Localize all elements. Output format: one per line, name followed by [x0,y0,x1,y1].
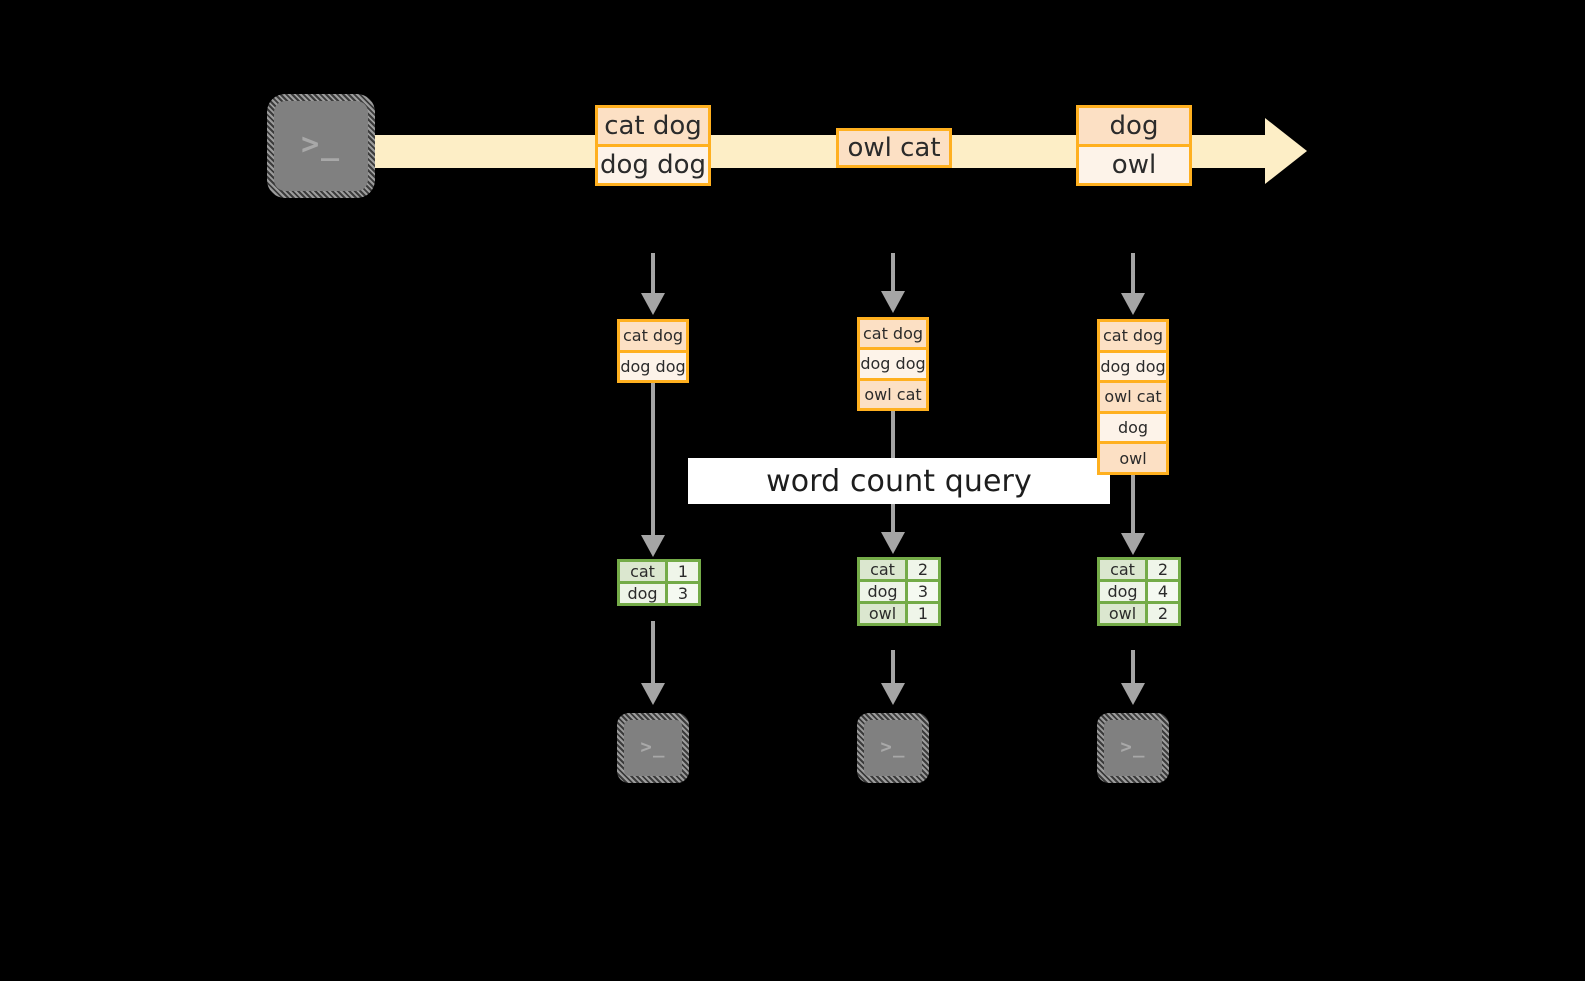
table-row: dog 3 [860,579,938,601]
result-count: 2 [908,560,938,579]
connector-arrowhead-col2-in [881,291,905,313]
result-word: dog [620,581,668,603]
table-row: dog 3 [620,581,698,603]
result-word: dog [860,579,908,601]
query-banner: word count query [688,458,1110,504]
result-word: owl [860,601,908,623]
terminal-prompt-glyph: >_ [1120,735,1146,758]
result-count: 2 [1148,560,1178,579]
result-word: cat [620,562,668,581]
table-row: owl 1 [860,601,938,623]
snapshot-1-input-box[interactable]: cat dog dog dog [617,319,689,383]
connector-dashed-col2 [891,253,895,293]
result-count: 3 [908,579,938,601]
stream-event-line: owl [1079,144,1189,183]
connector-col1-to-sink [651,621,655,683]
terminal-icon-source[interactable]: >_ [267,94,375,198]
snapshot-input-line: dog dog [1100,349,1166,381]
result-count: 3 [668,581,698,603]
terminal-icon-sink-3[interactable]: >_ [1097,713,1169,783]
snapshot-input-line: dog [1100,410,1166,442]
stream-event-line: dog [1079,108,1189,144]
result-word: owl [1100,601,1148,623]
terminal-prompt-glyph: >_ [640,735,666,758]
table-row: cat 2 [860,560,938,579]
connector-arrowhead-col2-result [881,532,905,554]
table-row: dog 4 [1100,579,1178,601]
snapshot-input-line: cat dog [620,322,686,350]
connector-arrowhead-col3-sink [1121,683,1145,705]
snapshot-3-input-box[interactable]: cat dog dog dog owl cat dog owl [1097,319,1169,475]
stream-event-2[interactable]: owl cat [836,128,952,168]
connector-col3-to-result [1131,473,1135,533]
stream-event-line: dog dog [598,144,708,183]
terminal-prompt-glyph: >_ [301,126,341,162]
snapshot-input-line: cat dog [1100,322,1166,350]
connector-arrowhead-col3-in [1121,293,1145,315]
connector-arrowhead-col1-in [641,293,665,315]
terminal-prompt-glyph: >_ [880,735,906,758]
snapshot-input-line: dog dog [620,349,686,380]
connector-dashed-col3 [1131,253,1135,293]
terminal-icon-sink-1[interactable]: >_ [617,713,689,783]
result-count: 1 [908,601,938,623]
snapshot-input-line: owl [1100,441,1166,472]
snapshot-input-line: owl cat [1100,380,1166,411]
snapshot-3-result-table[interactable]: cat 2 dog 4 owl 2 [1097,557,1181,626]
terminal-icon-sink-2[interactable]: >_ [857,713,929,783]
query-banner-label: word count query [766,463,1032,499]
stream-event-line: cat dog [598,108,708,144]
result-count: 4 [1148,579,1178,601]
result-word: cat [860,560,908,579]
snapshot-1-result-table[interactable]: cat 1 dog 3 [617,559,701,606]
table-row: cat 1 [620,562,698,581]
result-word: cat [1100,560,1148,579]
result-count: 1 [668,562,698,581]
stream-event-line: owl cat [839,131,949,165]
connector-arrowhead-col1-result [641,535,665,557]
snapshot-2-input-box[interactable]: cat dog dog dog owl cat [857,317,929,411]
result-word: dog [1100,579,1148,601]
stream-event-1[interactable]: cat dog dog dog [595,105,711,186]
snapshot-2-result-table[interactable]: cat 2 dog 3 owl 1 [857,557,941,626]
stream-arrowhead [1265,118,1307,184]
connector-arrowhead-col1-sink [641,683,665,705]
connector-arrowhead-col2-sink [881,683,905,705]
connector-col3-to-sink [1131,650,1135,683]
connector-dashed-col1 [651,253,655,293]
result-count: 2 [1148,601,1178,623]
connector-col2-to-sink [891,650,895,683]
snapshot-input-line: cat dog [860,320,926,348]
snapshot-input-line: owl cat [860,377,926,408]
stream-event-3[interactable]: dog owl [1076,105,1192,186]
table-row: owl 2 [1100,601,1178,623]
connector-arrowhead-col3-result [1121,533,1145,555]
snapshot-input-line: dog dog [860,347,926,378]
table-row: cat 2 [1100,560,1178,579]
connector-col1-to-result [651,383,655,535]
